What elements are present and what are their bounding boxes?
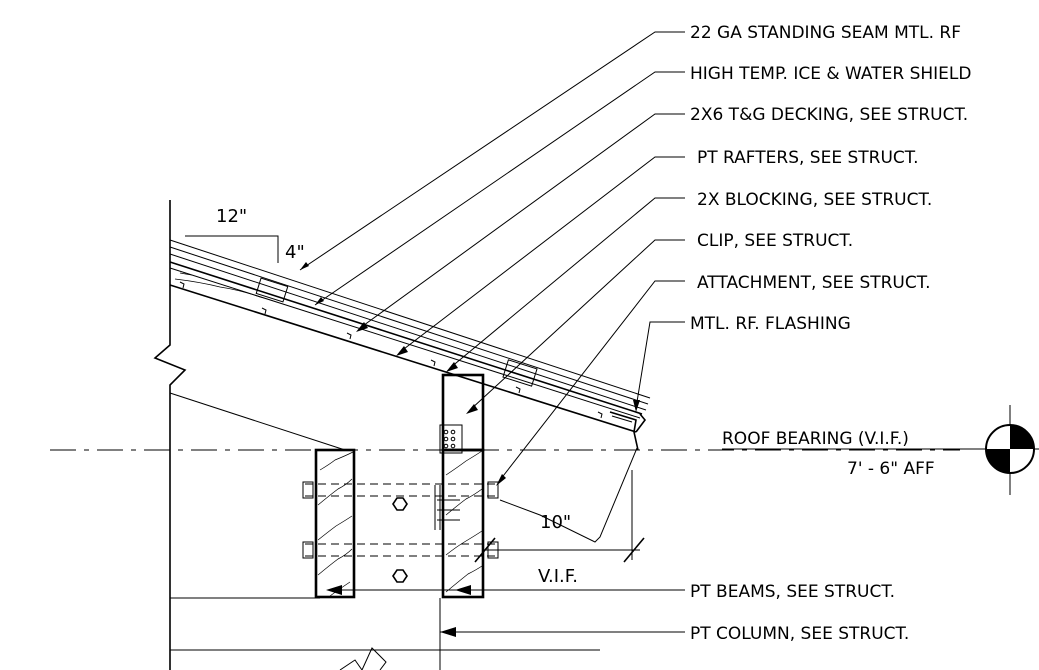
- callout-labels: 22 GA STANDING SEAM MTL. RF HIGH TEMP. I…: [690, 23, 971, 644]
- callout-leaders: [299, 31, 685, 637]
- level-name: ROOF BEARING (V.I.F.): [722, 429, 909, 449]
- level-target-icon: [985, 424, 1035, 474]
- overhang-dimension: 10": [540, 512, 571, 533]
- callout-attachment: ATTACHMENT, SEE STRUCT.: [697, 273, 931, 293]
- roof-assembly: [169, 239, 651, 451]
- dimensions: 10" V.I.F.: [474, 447, 645, 587]
- callout-metal-roof: 22 GA STANDING SEAM MTL. RF: [690, 23, 961, 43]
- roof-bearing-level: ROOF BEARING (V.I.F.) 7' - 6" AFF: [50, 405, 1039, 495]
- level-elevation: 7' - 6" AFF: [847, 459, 935, 479]
- slope-rise-label: 4": [285, 242, 305, 263]
- bolt-upper: [302, 481, 499, 499]
- callout-rafters: PT RAFTERS, SEE STRUCT.: [697, 148, 919, 168]
- callout-beams: PT BEAMS, SEE STRUCT.: [690, 582, 895, 602]
- wall-outline: [153, 200, 600, 670]
- callout-column: PT COLUMN, SEE STRUCT.: [690, 624, 909, 644]
- callout-ice-water-shield: HIGH TEMP. ICE & WATER SHIELD: [690, 64, 971, 84]
- callout-blocking: 2X BLOCKING, SEE STRUCT.: [697, 190, 932, 210]
- slope-indicator: 12" 4": [185, 206, 305, 263]
- callout-decking: 2X6 T&G DECKING, SEE STRUCT.: [690, 105, 968, 125]
- vif-dimension: V.I.F.: [538, 566, 578, 587]
- slope-run-label: 12": [216, 206, 247, 227]
- callout-flashing: MTL. RF. FLASHING: [690, 314, 851, 334]
- bolt-lower: [302, 541, 499, 559]
- callout-clip: CLIP, SEE STRUCT.: [697, 231, 853, 251]
- column-and-beams: [302, 373, 499, 599]
